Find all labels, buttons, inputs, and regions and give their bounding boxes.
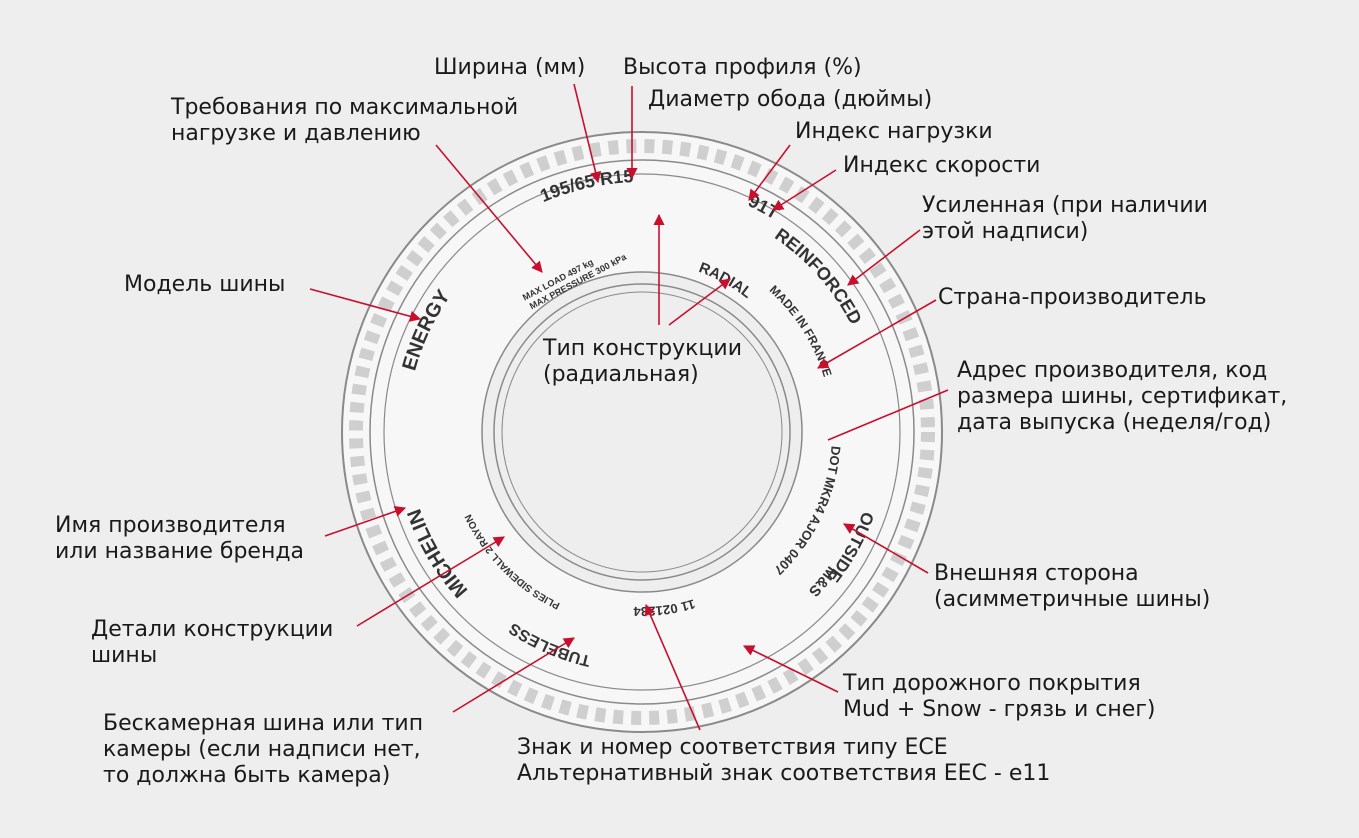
- label-model: Модель шины: [124, 272, 286, 297]
- label-speed-index: Индекс скорости: [843, 153, 1041, 178]
- arrow-speed-index: [772, 169, 837, 211]
- arrow-model: [309, 288, 422, 322]
- arrow-reinforced: [847, 229, 921, 286]
- arrow-country: [817, 299, 937, 369]
- label-max-load: Требования по максимальной нагрузке и да…: [171, 95, 519, 146]
- arrow-construction-details: [356, 536, 505, 627]
- label-address: Адрес производителя, код размера шины, с…: [957, 358, 1288, 435]
- arrow-construction-type: [668, 278, 731, 326]
- label-country: Страна-производитель: [938, 285, 1207, 310]
- arrow-outer-side: [843, 523, 929, 574]
- label-construction-type: Тип конструкции (радиальная): [543, 336, 742, 387]
- arrow-address: [827, 389, 949, 441]
- label-load-index: Индекс нагрузки: [795, 119, 993, 144]
- label-road-type: Тип дорожного покрытия Mud + Snow - гряз…: [843, 671, 1156, 722]
- rim-hole: [501, 291, 783, 573]
- arrow-max-load: [435, 144, 543, 273]
- arrow-width: [573, 83, 602, 184]
- label-tubeless: Бескамерная шина или тип камеры (если на…: [103, 711, 424, 788]
- sidewall-ring: [383, 173, 901, 691]
- rim-outer: [481, 271, 803, 593]
- arrow-road-type: [742, 645, 839, 693]
- label-reinforced: Усиленная (при наличии этой надписи): [922, 193, 1208, 244]
- label-brand: Имя производителя или название бренда: [55, 513, 305, 564]
- label-profile-height: Высота профиля (%): [623, 55, 862, 80]
- label-outer-side: Внешняя сторона (асимметричные шины): [934, 561, 1211, 612]
- arrow-tubeless: [452, 637, 575, 713]
- arrow-brand: [324, 506, 407, 537]
- tire-body: [341, 131, 943, 733]
- arrow-ece: [644, 603, 701, 731]
- tread-inner-edge: [369, 159, 915, 705]
- tread-pattern: [349, 139, 935, 725]
- label-ece-mark: Знак и номер соответствия типу ECE Альте…: [517, 735, 1051, 786]
- label-width: Ширина (мм): [434, 55, 586, 80]
- label-rim-diameter: Диаметр обода (дюймы): [648, 87, 933, 112]
- label-construction-details: Детали конструкции шины: [91, 617, 334, 668]
- arrow-load-index: [748, 144, 791, 201]
- rim-inner: [493, 283, 791, 581]
- annotation-arrows: [309, 83, 949, 731]
